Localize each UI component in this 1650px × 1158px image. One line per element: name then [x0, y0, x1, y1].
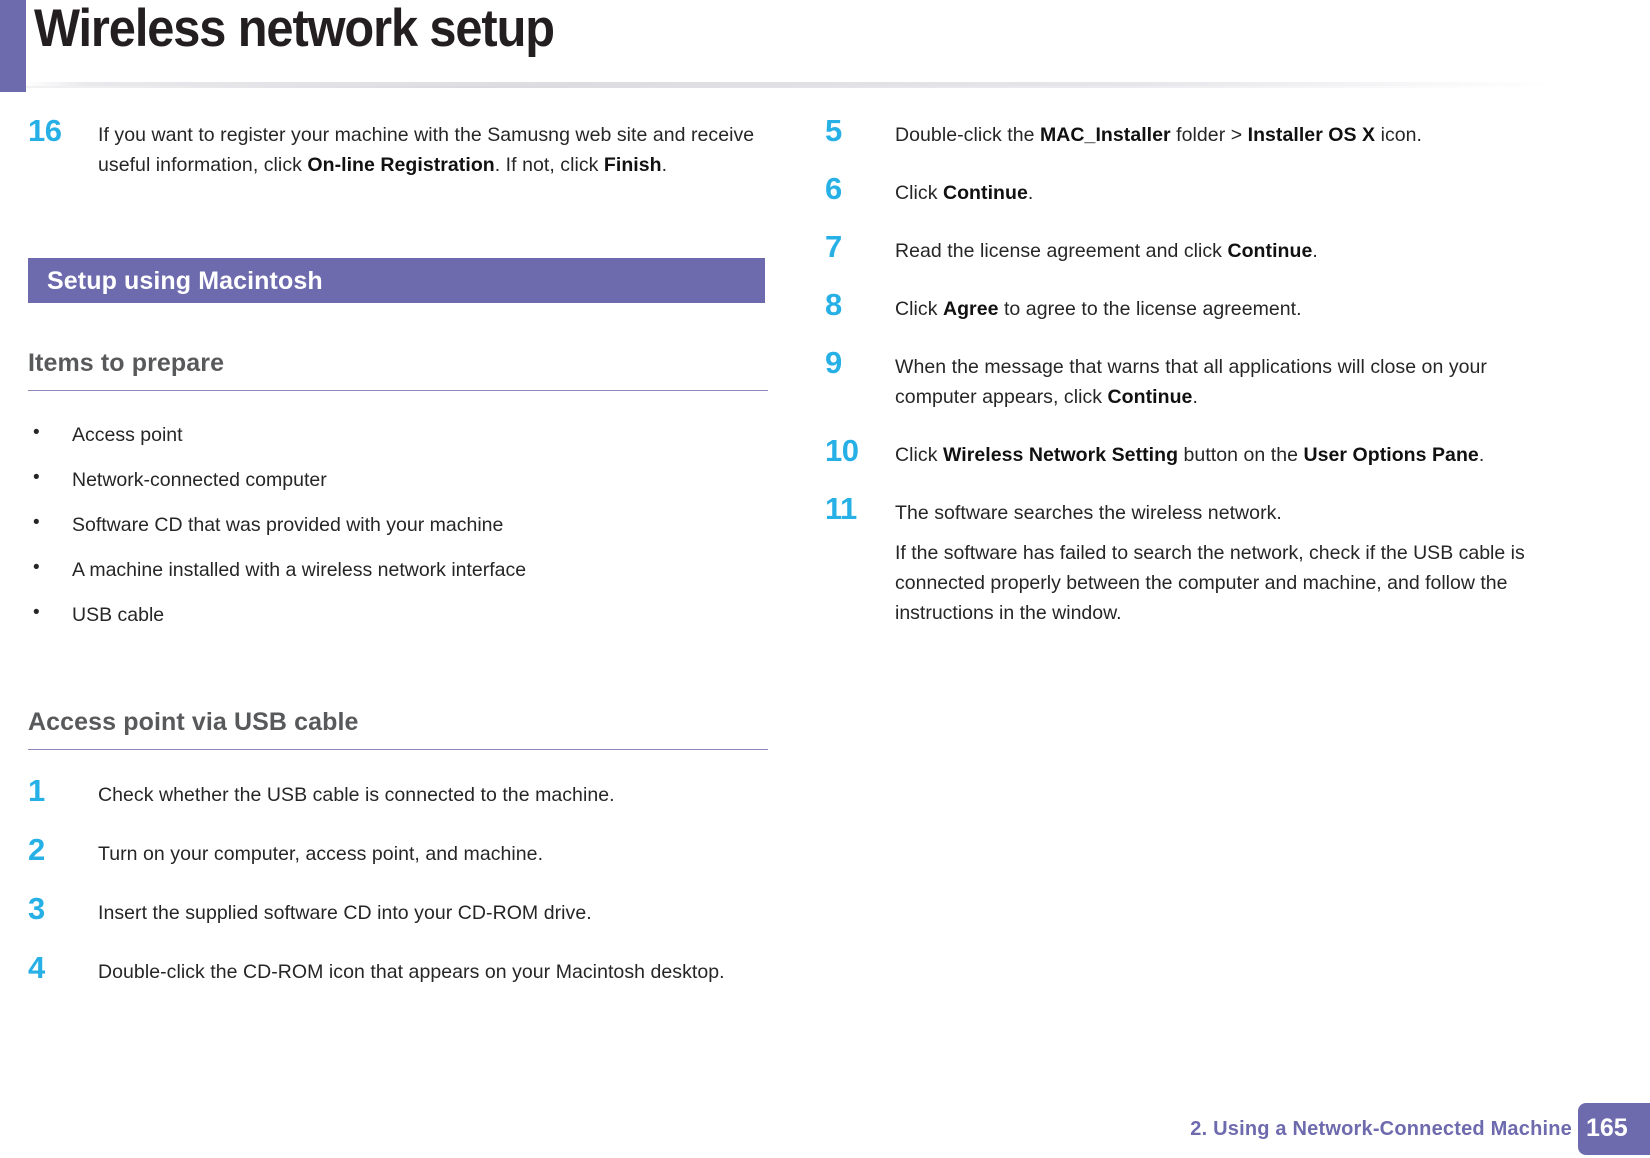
- step-7: 7 Read the license agreement and click C…: [825, 231, 1570, 266]
- section-header-label: Setup using Macintosh: [47, 267, 323, 295]
- page-number-badge: 165: [1578, 1103, 1650, 1155]
- step-6: 6 Click Continue.: [825, 173, 1570, 208]
- step-text: Double-click the CD-ROM icon that appear…: [98, 961, 725, 983]
- step-1: 1 Check whether the USB cable is connect…: [28, 775, 773, 810]
- step-text: Click Continue.: [895, 182, 1034, 204]
- step-number: 1: [28, 773, 45, 808]
- step-text: Double-click the MAC_Installer folder > …: [895, 124, 1423, 146]
- step-text: Read the license agreement and click Con…: [895, 240, 1318, 262]
- page-number: 165: [1586, 1114, 1628, 1142]
- list-item: A machine installed with a wireless netw…: [28, 554, 773, 584]
- step-number: 3: [28, 891, 45, 926]
- items-to-prepare-list: Access point Network-connected computer …: [28, 419, 773, 629]
- header-accent-bar: [0, 0, 26, 92]
- step-text: Click Agree to agree to the license agre…: [895, 298, 1302, 320]
- step-9: 9 When the message that warns that all a…: [825, 347, 1570, 412]
- title-separator-rule: [26, 82, 1556, 87]
- step-8: 8 Click Agree to agree to the license ag…: [825, 289, 1570, 324]
- spacer: [28, 646, 773, 708]
- step-number: 10: [825, 433, 859, 468]
- right-column: 5 Double-click the MAC_Installer folder …: [825, 115, 1570, 636]
- step-number: 6: [825, 171, 842, 206]
- page-title: Wireless network setup: [34, 0, 555, 58]
- step-note: If the software has failed to search the…: [895, 542, 1525, 624]
- step-number: 8: [825, 287, 842, 322]
- step-text: Turn on your computer, access point, and…: [98, 843, 544, 865]
- step-5: 5 Double-click the MAC_Installer folder …: [825, 115, 1570, 150]
- list-item: Access point: [28, 419, 773, 449]
- page-footer: 2. Using a Network-Connected Machine 165: [0, 1096, 1650, 1158]
- step-16: 16 If you want to register your machine …: [28, 115, 773, 180]
- list-item: Network-connected computer: [28, 464, 773, 494]
- step-11: 11 The software searches the wireless ne…: [825, 493, 1570, 628]
- list-item: Software CD that was provided with your …: [28, 509, 773, 539]
- step-text: Insert the supplied software CD into you…: [98, 902, 592, 924]
- step-text: When the message that warns that all app…: [895, 356, 1487, 408]
- step-3: 3 Insert the supplied software CD into y…: [28, 893, 773, 928]
- list-item: USB cable: [28, 599, 773, 629]
- step-number: 11: [825, 491, 857, 526]
- subheading-access-point-via-usb-cable: Access point via USB cable: [28, 708, 768, 750]
- left-column: 16 If you want to register your machine …: [28, 115, 773, 1016]
- step-number: 5: [825, 113, 842, 148]
- left-steps-list: 1 Check whether the USB cable is connect…: [28, 775, 773, 987]
- step-text: If you want to register your machine wit…: [98, 124, 755, 176]
- step-text: The software searches the wireless netwo…: [895, 502, 1282, 524]
- step-number: 9: [825, 345, 842, 380]
- step-number: 4: [28, 950, 45, 985]
- step-4: 4 Double-click the CD-ROM icon that appe…: [28, 952, 773, 987]
- step-number: 7: [825, 229, 842, 264]
- step-number: 2: [28, 832, 45, 867]
- footer-chapter-label: 2. Using a Network-Connected Machine: [1190, 1118, 1572, 1140]
- step-text: Click Wireless Network Setting button on…: [895, 444, 1485, 466]
- step-2: 2 Turn on your computer, access point, a…: [28, 834, 773, 869]
- step-number: 16: [28, 113, 62, 148]
- title-separator-rule-shadow: [26, 86, 1506, 88]
- step-10: 10 Click Wireless Network Setting button…: [825, 435, 1570, 470]
- subheading-items-to-prepare: Items to prepare: [28, 349, 768, 391]
- section-header-setup-using-macintosh: Setup using Macintosh: [28, 258, 765, 303]
- step-text: Check whether the USB cable is connected…: [98, 784, 615, 806]
